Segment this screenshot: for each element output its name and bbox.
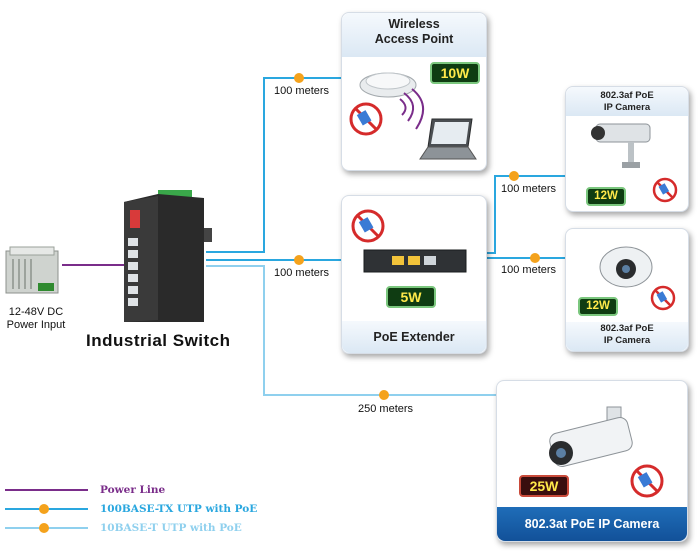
legend-label-10base: 10BASE-T UTP with PoE — [100, 522, 242, 534]
access-point-icon — [359, 72, 417, 98]
distance-label-bottom-camera: 250 meters — [358, 403, 414, 415]
no-power-plug-icon — [652, 177, 678, 203]
power-supply — [2, 243, 62, 298]
distance-label-extender: 100 meters — [274, 267, 330, 279]
extender-watt-badge: 5W — [386, 286, 436, 308]
camera-bottom-card: 25W 802.3at PoE IP Camera — [496, 380, 688, 542]
camera-bottom-title: 802.3at PoE IP Camera — [497, 507, 687, 541]
no-power-plug-icon — [630, 464, 664, 498]
extender-device-icon — [363, 249, 467, 273]
bullet-camera-large-icon — [549, 406, 633, 467]
poe-badge-icon — [39, 73, 540, 533]
legend-label-100base: 100BASE-TX UTP with PoE — [100, 503, 258, 515]
distance-label-top-camera: 100 meters — [501, 183, 557, 195]
switch-label: Industrial Switch — [86, 331, 231, 350]
camera-mid-watt-badge: 12W — [578, 297, 618, 316]
extender-title: PoE Extender — [342, 321, 486, 353]
link-to-access-point — [206, 77, 345, 253]
laptop-icon — [419, 118, 477, 160]
camera-top-title: 802.3af PoE IP Camera — [566, 87, 688, 116]
switch-icon — [124, 190, 212, 322]
wireless-signal-icon — [399, 88, 424, 130]
distance-label-access-point: 100 meters — [274, 85, 330, 97]
access-point-title: Wireless Access Point — [342, 13, 486, 57]
bullet-camera-icon — [591, 123, 651, 168]
dome-camera-icon — [599, 246, 653, 288]
camera-mid-card: 12W 802.3af PoE IP Camera — [565, 228, 689, 352]
poe-extender-card: 5W PoE Extender — [341, 195, 487, 354]
camera-bottom-watt-badge: 25W — [519, 475, 569, 497]
power-supply-icon — [5, 246, 59, 294]
distance-label-mid-camera: 100 meters — [501, 264, 557, 276]
legend-label-power-line: Power Line — [100, 484, 166, 496]
access-point-card: Wireless Access Point 10W — [341, 12, 487, 171]
power-input-label: 12-48V DC Power Input — [6, 306, 66, 331]
camera-top-watt-badge: 12W — [586, 187, 626, 206]
industrial-switch — [118, 188, 218, 328]
camera-mid-title: 802.3af PoE IP Camera — [566, 322, 688, 351]
camera-top-card: 802.3af PoE IP Camera 12W — [565, 86, 689, 212]
no-power-plug-icon — [351, 209, 385, 243]
access-point-watt-badge: 10W — [430, 62, 480, 84]
no-power-plug-icon — [349, 102, 383, 136]
no-power-plug-icon — [650, 285, 676, 311]
